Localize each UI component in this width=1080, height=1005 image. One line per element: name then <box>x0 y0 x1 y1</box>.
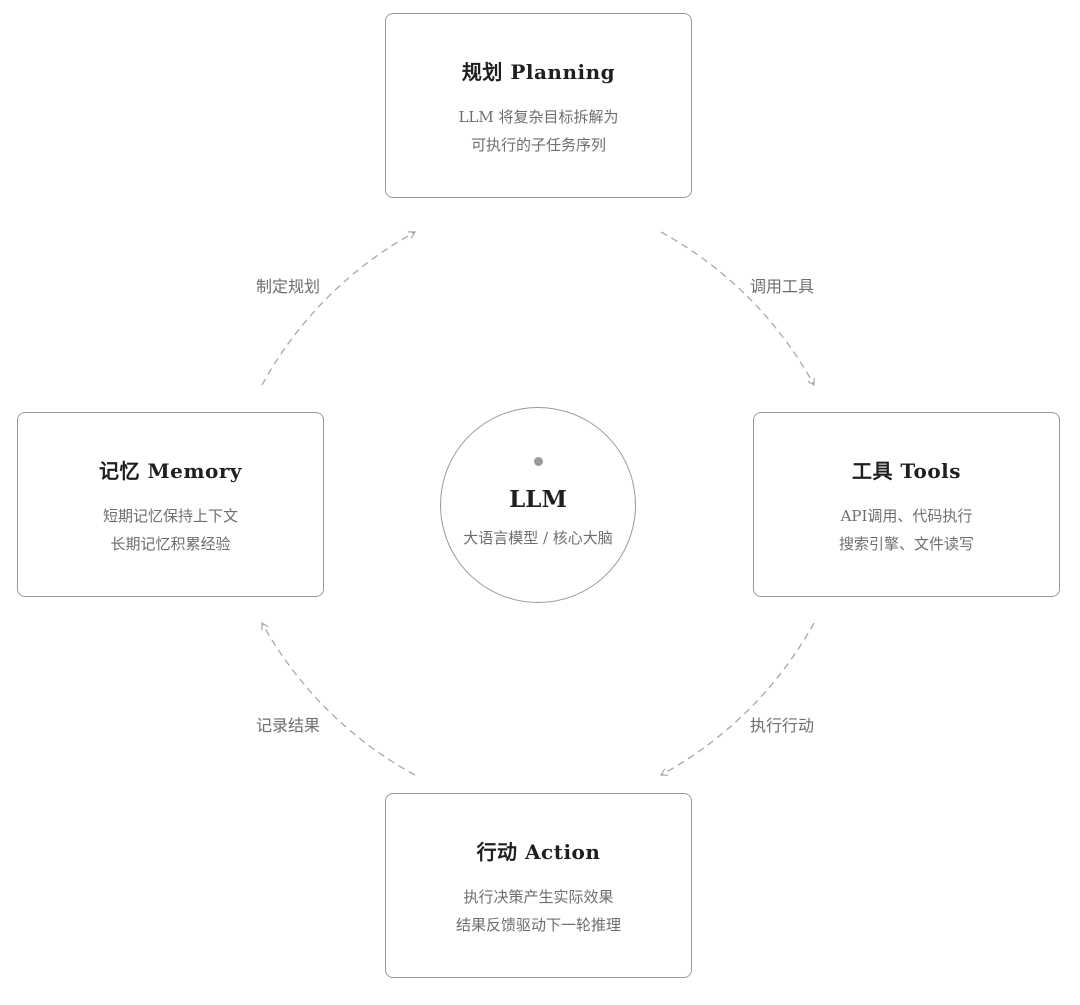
action-node: 行动 Action 执行决策产生实际效果 结果反馈驱动下一轮推理 <box>385 793 692 978</box>
memory-node: 记忆 Memory 短期记忆保持上下文 长期记忆积累经验 <box>17 412 324 597</box>
action-desc-line-1: 执行决策产生实际效果 <box>463 888 614 906</box>
arrow-memory-to-planning <box>261 231 417 386</box>
llm-core-circle: LLM 大语言模型 / 核心大脑 <box>440 407 636 603</box>
memory-desc-line-1: 短期记忆保持上下文 <box>102 507 238 525</box>
arrow-planning-to-tools <box>660 231 815 387</box>
action-desc-line-2: 结果反馈驱动下一轮推理 <box>455 916 621 934</box>
core-title: LLM <box>509 486 567 513</box>
tools-desc-line-2: 搜索引擎、文件读写 <box>838 535 974 553</box>
memory-desc-line-2: 长期记忆积累经验 <box>110 535 231 553</box>
action-description: 执行决策产生实际效果 结果反馈驱动下一轮推理 <box>386 883 691 939</box>
edge-label-plan: 制定规划 <box>256 277 321 297</box>
edge-label-record: 记录结果 <box>256 716 321 736</box>
core-subtitle: 大语言模型 / 核心大脑 <box>463 529 613 547</box>
memory-title: 记忆 Memory <box>99 459 242 483</box>
tools-description: API调用、代码执行 搜索引擎、文件读写 <box>754 502 1059 558</box>
planning-title: 规划 Planning <box>461 60 616 84</box>
planning-node: 规划 Planning LLM 将复杂目标拆解为 可执行的子任务序列 <box>385 13 692 198</box>
arrow-action-to-memory <box>261 621 416 776</box>
memory-description: 短期记忆保持上下文 长期记忆积累经验 <box>18 502 323 558</box>
tools-title: 工具 Tools <box>851 459 962 483</box>
core-dot-icon <box>534 457 543 466</box>
planning-description: LLM 将复杂目标拆解为 可执行的子任务序列 <box>386 103 691 159</box>
edge-label-tools: 调用工具 <box>750 277 815 297</box>
planning-desc-line-2: 可执行的子任务序列 <box>470 136 606 154</box>
arrow-tools-to-action <box>659 622 815 776</box>
tools-node: 工具 Tools API调用、代码执行 搜索引擎、文件读写 <box>753 412 1060 597</box>
planning-desc-line-1: LLM 将复杂目标拆解为 <box>458 108 619 126</box>
edge-label-act: 执行行动 <box>750 716 815 736</box>
action-title: 行动 Action <box>476 840 601 864</box>
tools-desc-line-1: API调用、代码执行 <box>840 507 973 525</box>
